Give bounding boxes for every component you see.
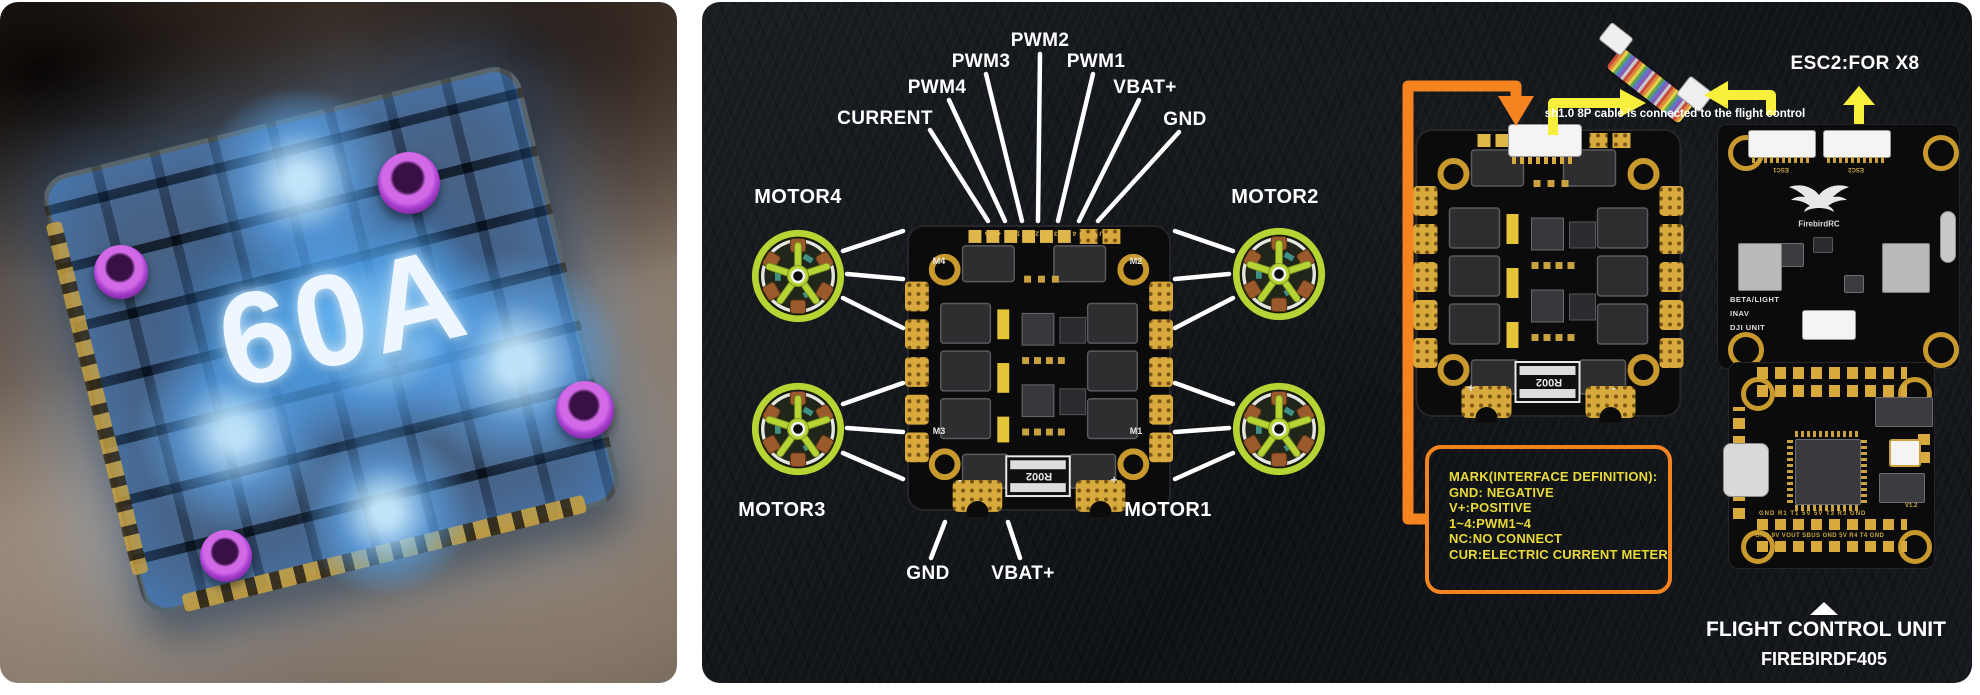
esc2-for-x8-label: ESC2:FOR X8 — [1790, 53, 1920, 74]
pad-row — [1757, 385, 1907, 397]
brand-text: FirebirdRC — [1798, 219, 1840, 229]
mcu-pins — [1795, 431, 1859, 437]
esc1-silkscreen: ESC1 — [1773, 166, 1789, 172]
chip — [1844, 275, 1864, 293]
m4-silkscreen: M4 — [932, 256, 946, 266]
rubber-grommet — [378, 152, 440, 214]
motor4-image — [750, 228, 846, 324]
sh10-8p-cable-image — [1598, 20, 1715, 124]
interface-definition-box: MARK(INTERFACE DEFINITION): GND: NEGATIV… — [1425, 445, 1672, 594]
label-motor3: MOTOR3 — [738, 499, 826, 521]
rubber-grommet — [556, 381, 614, 439]
firmware-line: DJI UNIT — [1730, 323, 1766, 332]
chip — [1882, 243, 1930, 293]
esc2-silkscreen: ESC2 — [1848, 166, 1864, 172]
connector-pins — [1827, 157, 1885, 163]
connector-pins — [1512, 157, 1576, 164]
pad-labels-top: GND R1 T1 5V 5V T3 R3 GND — [1759, 511, 1867, 517]
mark-title: MARK(INTERFACE DEFINITION): — [1449, 469, 1658, 484]
fc-board-image: ESC1 ESC2 FirebirdRC BETA/LIGHT INAV DJI… — [1717, 124, 1960, 369]
rubber-grommet — [200, 530, 252, 582]
f405-board-image: V1.2 GND R1 T1 5V 5V T3 R3 GND GND 9V VO… — [1723, 362, 1935, 569]
label-gnd: GND — [1163, 109, 1207, 130]
minus-pad-label: - — [1612, 381, 1616, 395]
plus-pad-label: + — [1110, 473, 1118, 487]
mark-line: CUR:ELECTRIC CURRENT METER — [1449, 546, 1668, 562]
label-gnd-power: GND — [906, 563, 950, 584]
chip — [1738, 243, 1782, 291]
bottom-connector — [1802, 310, 1856, 340]
label-pwm3: PWM3 — [951, 51, 1011, 72]
motor3-image — [750, 381, 846, 477]
mark-line: V+:POSITIVE — [1449, 500, 1532, 516]
firmware-line: INAV — [1730, 309, 1750, 318]
usb-c-port — [1940, 211, 1956, 263]
label-vbat-power: VBAT+ — [991, 563, 1055, 584]
up-triangle-pointer — [1810, 602, 1838, 615]
chip — [1875, 397, 1933, 427]
label-motor4: MOTOR4 — [754, 186, 842, 208]
flight-control-unit-title: FLIGHT CONTROL UNIT — [1706, 618, 1946, 641]
sh10-8p-connector — [1508, 124, 1582, 157]
plus-pad-label: + — [1467, 381, 1475, 395]
pad-row — [1757, 367, 1907, 379]
usb-c-port — [1723, 443, 1769, 497]
mcu-chip — [1795, 439, 1861, 505]
chip — [1813, 237, 1833, 253]
fc-model-name: FIREBIRDF405 — [1760, 649, 1888, 669]
mark-line: 1~4:PWM1~4 — [1449, 515, 1532, 531]
mcu-pins — [1787, 439, 1793, 503]
label-pwm2: PWM2 — [1010, 30, 1070, 51]
label-vbat: VBAT+ — [1113, 77, 1177, 98]
product-photo-panel: 60A — [0, 2, 677, 683]
motor2-image — [1231, 226, 1327, 322]
pad-labels-bottom: GND 9V VOUT SBUS GND 5V R4 T4 GND — [1755, 533, 1885, 539]
m3-silkscreen: M3 — [932, 426, 946, 436]
rubber-grommet — [94, 245, 148, 299]
firebird-eagle-logo — [1789, 185, 1849, 212]
minus-pad-label: - — [958, 473, 962, 487]
mount-hole — [1923, 135, 1959, 171]
mcu-pins — [1795, 505, 1859, 511]
component — [1889, 439, 1921, 467]
label-pwm4: PWM4 — [907, 77, 967, 98]
cable-note: sh1.0 8P cable is connected to the fligh… — [1544, 108, 1806, 120]
version-silkscreen: V1.2 — [1905, 503, 1918, 509]
mark-line: GND: NEGATIVE — [1449, 484, 1554, 500]
shunt-resistor-label: R002 — [1535, 376, 1563, 388]
pad-row — [1757, 541, 1907, 552]
motor1-image — [1231, 381, 1327, 477]
shunt-resistor-label: R002 — [1025, 470, 1053, 482]
firmware-line: BETA/LIGHT — [1730, 295, 1780, 304]
connector-pins — [1752, 157, 1810, 163]
wiring-diagram-panel: ESC1 ESC2 FirebirdRC BETA/LIGHT INAV DJI… — [702, 2, 1972, 683]
label-current: CURRENT — [837, 108, 933, 129]
m2-silkscreen: M2 — [1129, 256, 1143, 266]
label-motor1: MOTOR1 — [1124, 499, 1212, 521]
label-pwm1: PWM1 — [1066, 51, 1126, 72]
chip — [1879, 473, 1925, 503]
m1-silkscreen: M1 — [1129, 426, 1143, 436]
pad-silkscreen: CUR S4 S3 S2 S1 V+ GND — [966, 229, 1112, 237]
pad-row — [1757, 519, 1907, 530]
mcu-pins — [1861, 439, 1867, 503]
esc2-connector — [1823, 130, 1891, 158]
esc1-connector — [1748, 130, 1816, 158]
label-motor2: MOTOR2 — [1231, 186, 1319, 208]
mark-line: NC:NO CONNECT — [1449, 531, 1563, 547]
